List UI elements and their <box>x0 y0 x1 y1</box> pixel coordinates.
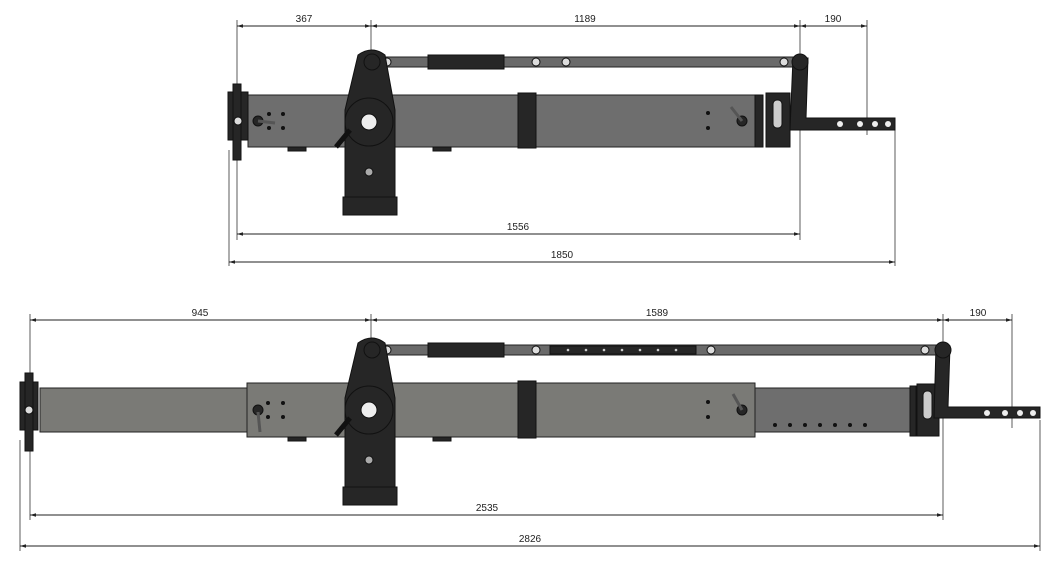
boom-rear-extension <box>39 387 248 433</box>
dim-label: 945 <box>192 308 209 319</box>
tower-base <box>342 196 398 216</box>
dim-label: 2535 <box>476 503 499 514</box>
rod-sleeve <box>427 342 505 358</box>
dim-label: 367 <box>296 14 313 25</box>
boom-joint-clamp <box>517 380 537 439</box>
dim-label: 1189 <box>574 14 596 25</box>
boom-arm <box>246 382 756 438</box>
dim-label: 1589 <box>646 308 669 319</box>
head-mount-arm <box>933 345 1041 419</box>
rod-sleeve <box>427 54 505 70</box>
dim-label: 2826 <box>519 534 542 545</box>
dim-label: 1850 <box>551 250 574 261</box>
jib-short-configuration: 367 1189 190 1556 1850 <box>227 14 896 266</box>
tower-base <box>342 486 398 506</box>
head-mount-arm <box>789 57 896 131</box>
jib-extended-configuration: 945 1589 190 2535 2826 <box>19 308 1041 551</box>
dim-label: 190 <box>970 308 987 319</box>
boom-arm <box>247 94 756 148</box>
dim-label: 190 <box>825 14 842 25</box>
boom-joint-clamp <box>517 92 537 149</box>
dim-label: 1556 <box>507 222 530 233</box>
boom-front-extension <box>754 387 911 433</box>
